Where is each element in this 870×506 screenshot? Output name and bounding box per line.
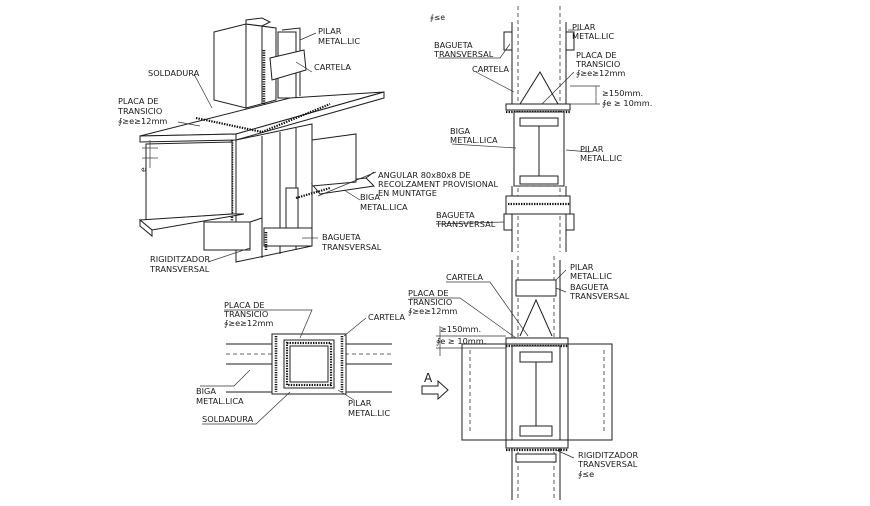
iso-angular-label-3: EN MUNTATGE [378, 188, 437, 198]
iso-soldadura-label: SOLDADURA [148, 68, 200, 78]
iso-rigiditzador-label-2: TRANSVERSAL [149, 264, 210, 274]
iso-biga-label-1: BIGA [360, 192, 380, 202]
sec-top-biga-label-2: METAL.LICA [450, 135, 498, 145]
sec-top-bagueta-label-2: TRANSVERSAL [433, 49, 494, 59]
section-arrow-a-label: A [424, 371, 433, 385]
sec-top-dim-label-1: ≥150mm. [602, 88, 643, 98]
plan-pilar-label-2: METAL.LIC [348, 408, 390, 418]
sec-top-pilar-label-1: PILAR [572, 22, 596, 32]
sec-top-biga-label-1: BIGA [450, 126, 470, 136]
iso-pilar-label-2: METAL.LIC [318, 36, 360, 46]
iso-bagueta-label-2: TRANSVERSAL [321, 242, 382, 252]
section-top-view: ∮≤e B [430, 6, 652, 252]
isometric-view: e PILAR METAL.LIC CARTELA SOLDADURA PLAC… [117, 17, 498, 274]
sec-top-placa-label-1: PLACA DE [576, 50, 617, 60]
sec-bot-dim-label-2: ∮e ≥ 10mm. [436, 336, 486, 346]
sec-bot-cartela-label: CARTELA [446, 272, 483, 282]
iso-biga-label-2: METAL.LICA [360, 202, 408, 212]
iso-bagueta-label-1: BAGUETA [322, 232, 361, 242]
plan-placa-label-3: ∮≥e≥12mm [224, 318, 273, 328]
plan-cartela-label: CARTELA [368, 312, 405, 322]
sec-bot-bagueta-label-2: TRANSVERSAL [569, 291, 630, 301]
sec-top-placa-label-3: ∮≥e≥12mm [576, 68, 625, 78]
plan-biga-label-1: BIGA [196, 386, 216, 396]
plan-soldadura-label: SOLDADURA [202, 414, 254, 424]
sec-top-pilar2-label-1: PILAR [580, 144, 604, 154]
iso-rigiditzador-label-1: RIGIDITZADOR [150, 254, 211, 264]
section-bottom-view: CARTELA PILAR METAL.LIC BAGUETA TRANSVER… [407, 256, 639, 500]
sec-top-pilar-label-2: METAL.LIC [572, 31, 614, 41]
sec-top-pilar2-label-2: METAL.LIC [580, 153, 622, 163]
iso-placa-label-1: PLACA DE [118, 96, 159, 106]
sec-top-phi-label: ∮≤e [430, 13, 445, 22]
iso-placa-label-3: ∮≥e≥12mm [118, 116, 167, 126]
sec-bot-placa-label-2: TRANSICIO [407, 297, 452, 307]
sec-top-cartela-label: CARTELA [472, 64, 509, 74]
sec-top-bagueta-label-1: BAGUETA [434, 40, 473, 50]
sec-bot-placa-label-1: PLACA DE [408, 288, 449, 298]
plan-placa-label-1: PLACA DE [224, 300, 265, 310]
sec-bot-placa-label-3: ∮≥e≥12mm [408, 306, 457, 316]
sec-bot-dim-label-1: ≥150mm. [440, 324, 481, 334]
iso-angular-label-2: RECOLZAMENT PROVISIONAL [378, 179, 498, 189]
iso-angular-label-1: ANGULAR 80x80x8 DE [378, 170, 471, 180]
iso-placa-label-2: TRANSICIO [117, 106, 162, 116]
sec-bot-bagueta-label-1: BAGUETA [570, 282, 609, 292]
sec-top-bagueta2-label-2: TRANSVERSAL [435, 219, 496, 229]
plan-pilar-label-1: PILAR [348, 398, 372, 408]
plan-biga-label-2: METAL.LICA [196, 396, 244, 406]
sec-top-bagueta2-label-1: BAGUETA [436, 210, 475, 220]
sec-bot-pilar-label-2: METAL.LIC [570, 271, 612, 281]
plan-placa-label-2: TRANSICIO [223, 309, 268, 319]
iso-pilar-label-1: PILAR [318, 26, 342, 36]
plan-view: PLACA DE TRANSICIO ∮≥e≥12mm CARTELA BIGA… [196, 300, 405, 425]
sec-top-dim-label-2: ∮e ≥ 10mm. [602, 98, 652, 108]
sec-bot-rigiditzador-label-1: RIGIDITZADOR [578, 450, 639, 460]
sec-bot-rigiditzador-label-2: TRANSVERSAL [577, 459, 638, 469]
iso-cartela-label: CARTELA [314, 62, 351, 72]
e-dimension-label: e [139, 167, 148, 172]
sec-bot-pilar-label-1: PILAR [570, 262, 594, 272]
sec-bot-rigiditzador-label-3: ∮≤e [578, 469, 594, 479]
sec-top-placa-label-2: TRANSICIO [575, 59, 620, 69]
